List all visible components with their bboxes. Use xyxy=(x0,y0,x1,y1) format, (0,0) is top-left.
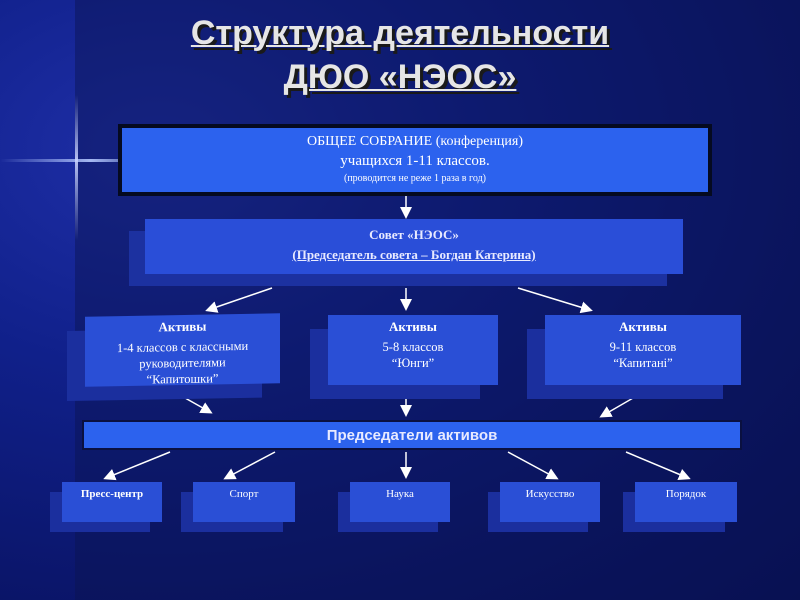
sector-label: Пресс-центр xyxy=(80,488,144,500)
active-junior-box: Активы 1-4 классов с классными руководит… xyxy=(85,313,280,387)
general-meeting-box: ОБЩЕЕ СОБРАНИЕ (конференция) учащихся 1-… xyxy=(118,124,712,196)
sector-science: Наука xyxy=(350,482,450,522)
general-meeting-line-1: ОБЩЕЕ СОБРАНИЕ (конференция) xyxy=(306,134,524,149)
sector-label: Порядок xyxy=(665,488,707,500)
active-junior-line-3: “Капитошки” xyxy=(146,371,219,387)
active-middle-line-1: 5-8 классов xyxy=(382,340,444,354)
council-box: Совет «НЭОС» (Председатель совета – Богд… xyxy=(145,219,683,274)
active-chairs-label: Председатели активов xyxy=(326,427,498,444)
active-junior-heading: Активы xyxy=(158,318,207,335)
light-flare-horizontal xyxy=(0,159,165,162)
active-senior-line-1: 9-11 классов xyxy=(609,340,677,354)
arrow-council-to-active-3 xyxy=(517,287,593,314)
sector-sport: Спорт xyxy=(193,482,295,522)
active-middle-line-2: “Юнги” xyxy=(391,356,435,370)
arrow-council-to-active-1 xyxy=(205,287,273,313)
active-chairs-box: Председатели активов xyxy=(82,420,742,450)
active-senior-heading: Активы xyxy=(619,319,667,334)
general-meeting-line-2: учащихся 1-11 классов. xyxy=(340,153,490,169)
council-title: Совет «НЭОС» xyxy=(369,227,459,242)
sector-art: Искусство xyxy=(500,482,600,522)
active-middle-box: Активы 5-8 классов “Юнги” xyxy=(328,315,498,385)
sector-label: Искусство xyxy=(525,488,575,500)
light-flare-vertical xyxy=(75,95,78,240)
arrow-chairs-to-sector-2 xyxy=(223,451,276,480)
active-middle-heading: Активы xyxy=(389,319,437,334)
general-meeting-line-3: (проводится не реже 1 раза в год) xyxy=(344,173,486,184)
title-line-1: Структура деятельности xyxy=(190,14,610,52)
arrow-active-3-to-chairs xyxy=(599,393,641,418)
active-senior-line-2: “Капитані” xyxy=(613,356,673,370)
sector-press-center: Пресс-центр xyxy=(62,482,162,522)
sector-label: Спорт xyxy=(229,488,259,500)
arrow-chairs-to-sector-4 xyxy=(507,451,559,480)
council-chair: (Председатель совета – Богдан Катерина) xyxy=(292,247,536,262)
title-line-2: ДЮО «НЭОС» xyxy=(283,58,517,96)
arrow-chairs-to-sector-1 xyxy=(103,451,171,481)
arrow-active-1-to-chairs xyxy=(177,393,213,414)
sector-order: Порядок xyxy=(635,482,737,522)
active-senior-box: Активы 9-11 классов “Капитані” xyxy=(545,315,741,385)
sector-label: Наука xyxy=(386,488,414,500)
arrow-chairs-to-sector-5 xyxy=(625,451,691,481)
